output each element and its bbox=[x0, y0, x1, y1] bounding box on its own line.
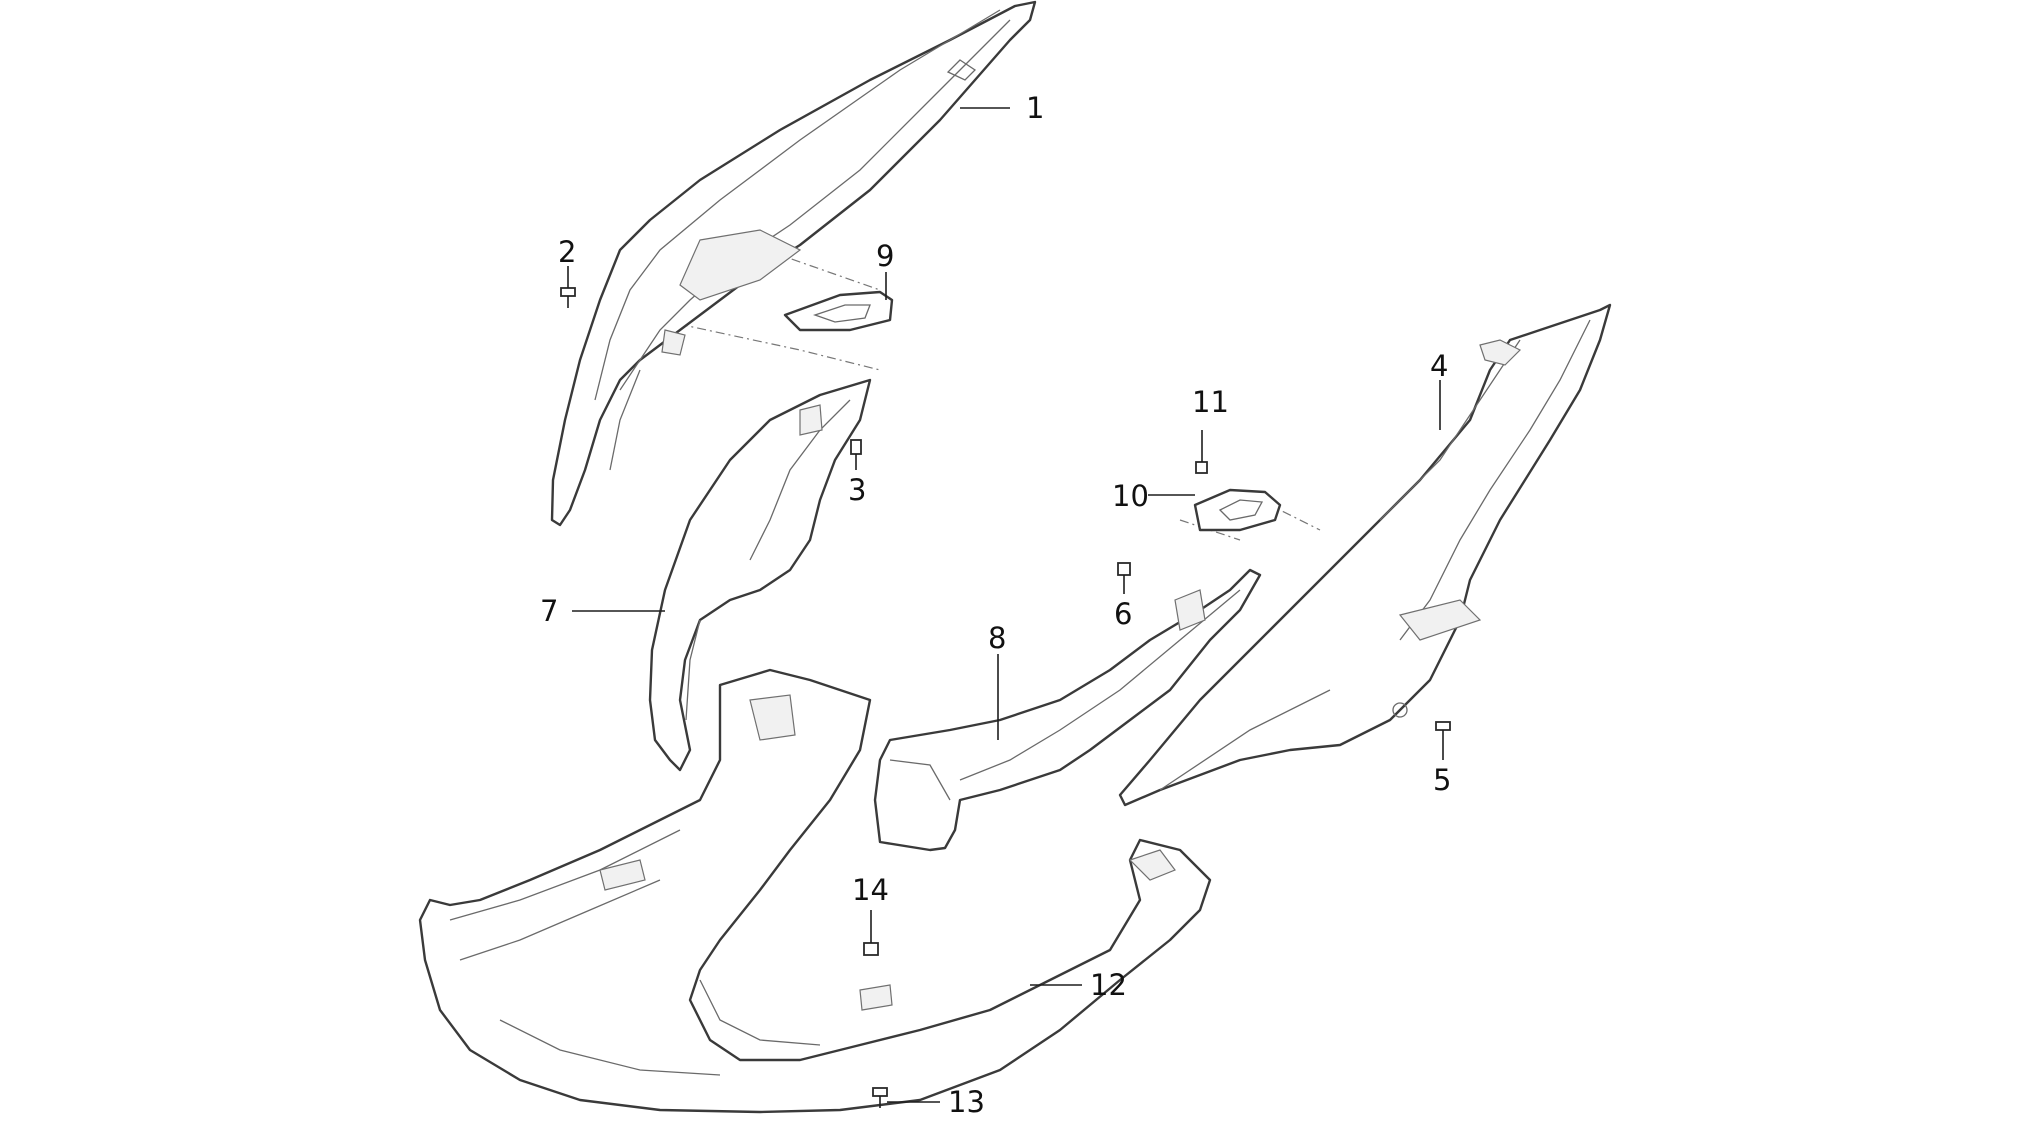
callout-labels: 1 2 3 4 5 6 7 8 9 10 11 12 13 14 bbox=[540, 91, 1451, 1119]
screw-2 bbox=[560, 287, 576, 308]
callout-7: 7 bbox=[540, 594, 558, 628]
callout-12: 12 bbox=[1090, 968, 1127, 1002]
callout-6: 6 bbox=[1114, 597, 1132, 631]
clip-3 bbox=[850, 439, 862, 455]
callout-14: 14 bbox=[852, 873, 889, 907]
part-8-floor-side-panel bbox=[873, 568, 1262, 852]
clip-14 bbox=[863, 942, 879, 956]
callout-8: 8 bbox=[988, 621, 1006, 655]
callout-4: 4 bbox=[1430, 349, 1448, 383]
part-12-lower-floor-tray bbox=[418, 668, 1212, 1114]
callout-3: 3 bbox=[848, 473, 866, 507]
callout-13: 13 bbox=[948, 1085, 985, 1119]
callout-2: 2 bbox=[558, 235, 576, 269]
callout-5: 5 bbox=[1433, 763, 1451, 797]
callout-1: 1 bbox=[1026, 91, 1044, 125]
screw-5 bbox=[1435, 721, 1451, 742]
part-9-bracket bbox=[783, 290, 894, 332]
nut-11 bbox=[1195, 461, 1208, 474]
clip-6 bbox=[1117, 562, 1131, 576]
part-4-rear-side-panel bbox=[1118, 303, 1612, 807]
leader-lines bbox=[567, 107, 1444, 1103]
part-10-bracket bbox=[1193, 488, 1282, 532]
part-7-inner-side-panel bbox=[648, 378, 872, 772]
callout-9: 9 bbox=[876, 239, 894, 273]
callout-10: 10 bbox=[1112, 479, 1149, 513]
callout-11: 11 bbox=[1192, 385, 1229, 419]
part-1-front-shield-panel bbox=[550, 0, 1037, 527]
screw-13 bbox=[872, 1087, 888, 1108]
